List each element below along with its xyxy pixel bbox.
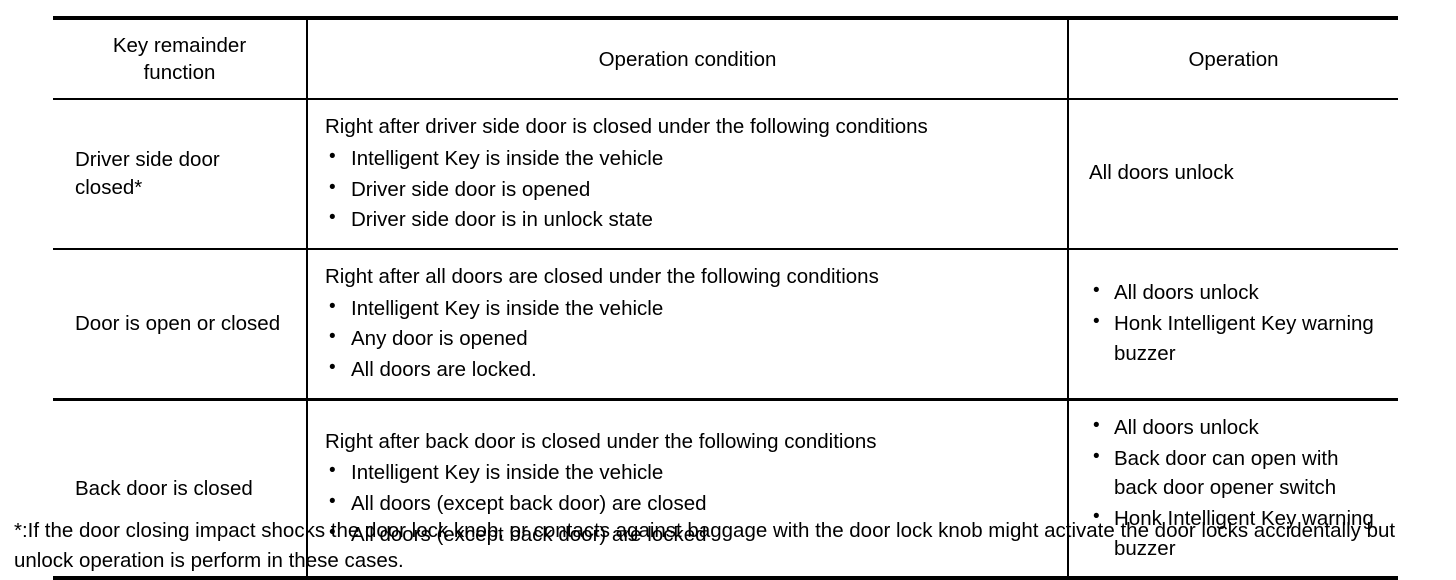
list-item: All doors are locked. [325, 354, 1051, 385]
list-item: Honk Intelligent Key warning buzzer [1089, 308, 1384, 368]
table-footnote: *:If the door closing impact shocks the … [14, 516, 1446, 576]
operation-bullet-list: All doors unlock Back door can open with… [1089, 412, 1384, 564]
header-label-operation: Operation [1188, 47, 1279, 71]
table-row: Back door is closed Right after back doo… [53, 399, 1398, 580]
header-label-operation-condition: Operation condition [598, 47, 777, 71]
condition-bullet-list: Intelligent Key is inside the vehicle Dr… [325, 143, 1051, 235]
cell-operation-condition: Right after driver side door is closed u… [307, 99, 1069, 250]
cell-operation: All doors unlock Honk Intelligent Key wa… [1068, 248, 1398, 401]
table-row: Driver side door closed* Right after dri… [53, 99, 1398, 250]
cell-category: Driver side door closed* [53, 99, 308, 250]
list-item: All doors (except back door) are locked [325, 519, 1051, 550]
header-cell-operation-condition: Operation condition [307, 15, 1069, 101]
cell-operation-condition: Right after back door is closed under th… [307, 399, 1069, 580]
list-item: Any door is opened [325, 323, 1051, 354]
table-row: Door is open or closed Right after all d… [53, 248, 1398, 401]
condition-bullet-list: Intelligent Key is inside the vehicle Al… [325, 457, 1051, 550]
operation-block: All doors unlock Honk Intelligent Key wa… [1069, 266, 1398, 381]
cell-operation: All doors unlock [1068, 99, 1398, 250]
operation-block: All doors unlock Back door can open with… [1069, 401, 1398, 577]
category-label-door-is-open-or-closed: Door is open or closed [75, 311, 281, 335]
condition-bullet-list: Intelligent Key is inside the vehicle An… [325, 293, 1051, 385]
operation-block: All doors unlock [1069, 146, 1398, 202]
footnote-text: *:If the door closing impact shocks the … [14, 519, 1396, 573]
cell-category: Back door is closed [53, 399, 308, 580]
cell-operation: All doors unlock Back door can open with… [1068, 399, 1398, 580]
condition-lead: Right after back door is closed under th… [325, 429, 877, 453]
list-item: Back door can open with back door opener… [1089, 443, 1384, 503]
condition-block: Right after all doors are closed under t… [308, 250, 1067, 398]
list-item: All doors unlock [1089, 412, 1384, 443]
key-remainder-function-table: Key remainder function Operation conditi… [53, 15, 1398, 580]
list-item: Intelligent Key is inside the vehicle [325, 143, 1051, 174]
condition-block: Right after back door is closed under th… [308, 415, 1067, 563]
table-header-row: Key remainder function Operation conditi… [53, 15, 1398, 101]
header-cell-operation: Operation [1068, 15, 1398, 101]
list-item: All doors (except back door) are closed [325, 488, 1051, 519]
list-item: Intelligent Key is inside the vehicle [325, 457, 1051, 488]
condition-lead: Right after driver side door is closed u… [325, 115, 928, 139]
operation-text: All doors unlock [1089, 161, 1234, 185]
list-item: Honk Intelligent Key warning buzzer [1089, 503, 1384, 563]
condition-lead: Right after all doors are closed under t… [325, 264, 879, 288]
list-item: Driver side door is in unlock state [325, 204, 1051, 235]
spec-table: Key remainder function Operation conditi… [53, 15, 1398, 580]
list-item: Intelligent Key is inside the vehicle [325, 293, 1051, 324]
condition-block: Right after driver side door is closed u… [308, 100, 1067, 248]
category-label-driver-side-door-closed: Driver side door closed* [75, 147, 220, 200]
header-label-key-remainder-function: Key remainder function [112, 34, 247, 85]
operation-bullet-list: All doors unlock Honk Intelligent Key wa… [1089, 277, 1384, 368]
list-item: All doors unlock [1089, 277, 1384, 308]
category-label-back-door-is-closed: Back door is closed [75, 476, 253, 500]
list-item: Driver side door is opened [325, 174, 1051, 205]
header-cell-key-remainder-function: Key remainder function [53, 15, 308, 101]
cell-category: Door is open or closed [53, 248, 308, 401]
cell-operation-condition: Right after all doors are closed under t… [307, 248, 1069, 401]
